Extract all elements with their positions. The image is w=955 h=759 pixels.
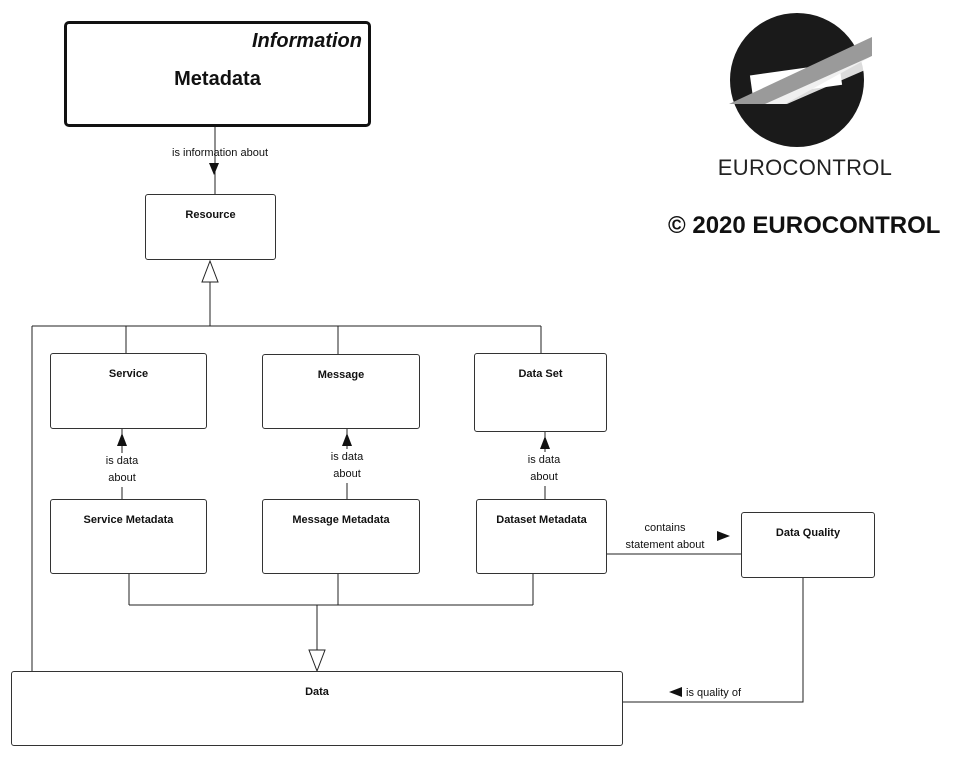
about-line: about xyxy=(333,468,361,480)
data-set-box: Data Set xyxy=(474,353,607,432)
dataset-metadata-label: Dataset Metadata xyxy=(496,514,587,526)
resource-label: Resource xyxy=(185,209,236,221)
resource-box: Resource xyxy=(145,194,276,260)
service-is-data-about-label: is data about xyxy=(92,453,152,487)
contains-line: contains xyxy=(644,522,686,534)
data-quality-label: Data Quality xyxy=(775,527,841,539)
is-data-line: is data xyxy=(105,455,139,467)
about-line: about xyxy=(108,472,136,484)
metadata-title: Metadata xyxy=(174,68,261,90)
message-direction-arrow xyxy=(342,433,352,446)
is-data-line: is data xyxy=(330,451,364,463)
data-generalization-triangle xyxy=(308,649,326,673)
message-metadata-box: Message Metadata xyxy=(262,499,420,574)
resource-generalization-triangle xyxy=(201,259,219,283)
is-information-about-label: is information about xyxy=(150,145,290,162)
eurocontrol-logo-icon xyxy=(729,13,872,147)
service-direction-arrow xyxy=(117,433,127,446)
dataset-is-data-about-label: is data about xyxy=(514,452,574,486)
information-stereotype: Information xyxy=(252,30,362,52)
info-direction-arrow xyxy=(209,163,219,175)
data-label: Data xyxy=(305,686,329,698)
metadata-information-box: Information Metadata xyxy=(64,21,371,127)
service-label: Service xyxy=(108,368,149,380)
service-metadata-box: Service Metadata xyxy=(50,499,207,574)
quality-of-line xyxy=(623,578,804,703)
data-set-label: Data Set xyxy=(518,368,563,380)
message-label: Message xyxy=(317,369,365,381)
contains-statement-about-label: contains statement about xyxy=(615,520,715,554)
copyright-notice: © 2020 EUROCONTROL xyxy=(668,212,941,239)
quality-direction-arrow xyxy=(669,687,682,697)
dataset-direction-arrow xyxy=(540,436,550,449)
contains-direction-arrow xyxy=(717,531,730,541)
message-box: Message xyxy=(262,354,420,429)
eurocontrol-logo-text: EUROCONTROL xyxy=(717,155,893,180)
is-quality-of-text: is quality of xyxy=(686,687,742,699)
is-information-about-text: is information about xyxy=(172,147,268,159)
data-quality-box: Data Quality xyxy=(741,512,875,578)
dataset-metadata-box: Dataset Metadata xyxy=(476,499,607,574)
message-is-data-about-label: is data about xyxy=(317,449,377,483)
is-data-line: is data xyxy=(527,454,561,466)
data-box: Data xyxy=(11,671,623,746)
message-metadata-label: Message Metadata xyxy=(292,514,390,526)
service-metadata-label: Service Metadata xyxy=(83,514,174,526)
service-box: Service xyxy=(50,353,207,429)
is-quality-of-label: is quality of xyxy=(686,685,756,702)
about-line: about xyxy=(530,471,558,483)
statement-about-line: statement about xyxy=(625,539,705,551)
